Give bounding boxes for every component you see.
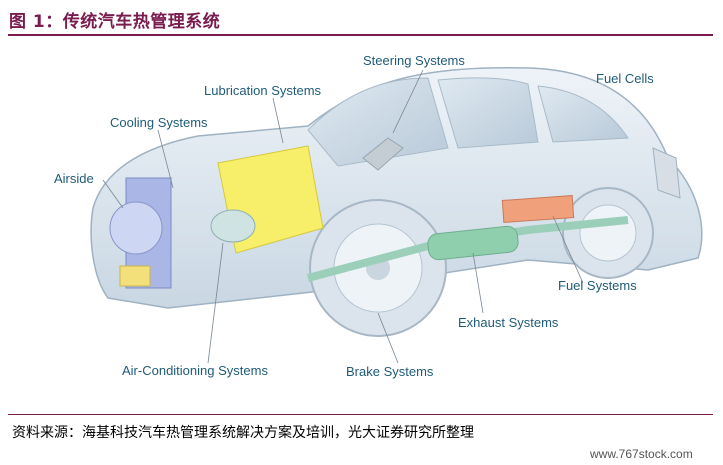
label-airside: Airside	[54, 171, 94, 186]
label-fuel-systems: Fuel Systems	[558, 278, 637, 293]
leader-airside	[102, 179, 124, 209]
fuel-tank	[501, 195, 575, 223]
fan	[109, 201, 163, 255]
label-fuel-cells: Fuel Cells	[596, 71, 654, 86]
leader-brake	[377, 312, 399, 364]
ac-compressor	[210, 209, 256, 243]
rear-wheel	[562, 187, 654, 279]
front-wheel	[309, 199, 447, 337]
leader-exhaust	[472, 252, 484, 314]
windshield	[307, 77, 449, 167]
battery	[119, 265, 151, 287]
leader-steering	[392, 69, 424, 134]
leader-ac	[207, 242, 224, 364]
steering-column	[362, 137, 404, 171]
label-brake: Brake Systems	[346, 364, 434, 379]
leader-lubrication	[272, 97, 284, 144]
side-window-front	[437, 77, 539, 149]
label-air-conditioning: Air-Conditioning Systems	[122, 363, 268, 378]
watermark: www.767stock.com	[590, 447, 693, 461]
muffler	[427, 225, 519, 261]
figure-title: 图 1：传统汽车热管理系统	[9, 12, 221, 32]
label-lubrication: Lubrication Systems	[204, 83, 322, 98]
label-steering: Steering Systems	[363, 53, 465, 68]
leader-cooling	[157, 129, 174, 189]
side-window-rear	[537, 85, 629, 143]
label-cooling: Cooling Systems	[110, 115, 208, 130]
title-divider	[8, 34, 713, 36]
label-exhaust: Exhaust Systems	[458, 315, 559, 330]
rear-light	[652, 147, 681, 199]
footer-divider	[8, 414, 713, 415]
leader-fuel	[552, 215, 584, 284]
car-thermal-diagram: Steering Systems Fuel Cells Lubrication …	[54, 53, 703, 379]
source-note: 资料来源：海基科技汽车热管理系统解决方案及培训，光大证券研究所整理	[12, 425, 474, 441]
